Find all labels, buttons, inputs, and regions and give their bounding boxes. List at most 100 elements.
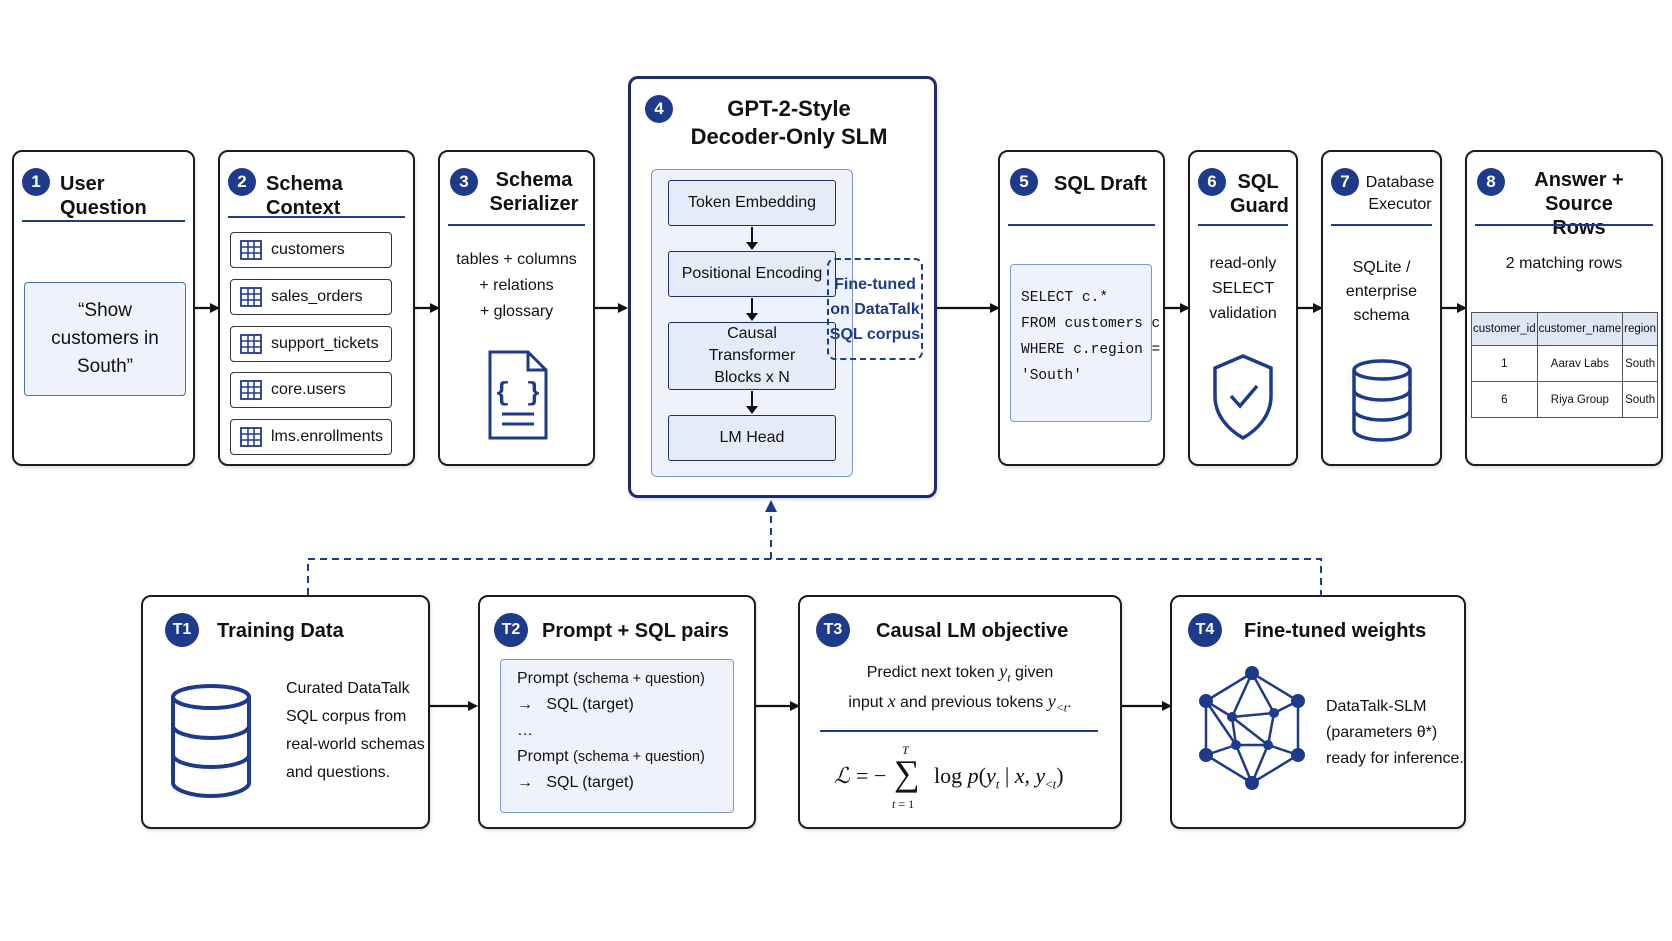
table-cell: South xyxy=(1622,345,1659,382)
step-badge: 7 xyxy=(1331,168,1359,196)
answer-summary: 2 matching rows xyxy=(1505,255,1623,272)
causal-lm-objective-card: T3 Causal LM objective Predict next toke… xyxy=(798,595,1122,829)
fine-tuned-weights-card: T4 Fine-tuned weights DataTalk-SLM (para… xyxy=(1170,595,1466,829)
title-rule xyxy=(1008,224,1155,226)
card-title: Prompt + SQL pairs xyxy=(542,620,729,642)
table-cell: South xyxy=(1622,381,1659,418)
training-data-line: SQL corpus from xyxy=(286,708,407,725)
table-grid-icon xyxy=(231,287,271,307)
objective-line-2: input x and previous tokens y<t. xyxy=(848,691,1072,715)
executor-line: enterprise xyxy=(1345,283,1418,300)
database-icon xyxy=(1352,359,1412,442)
step-badge: T1 xyxy=(165,613,199,647)
step-badge: 4 xyxy=(645,95,673,123)
executor-line: schema xyxy=(1353,307,1410,324)
card-title: Answer + Source Rows xyxy=(1534,169,1624,239)
schema-table-item[interactable]: support_tickets xyxy=(230,326,392,362)
loss-formula: ℒ = − T ∑ t = 1 log p(yt | x, y<t) xyxy=(834,743,1064,811)
card-title: Fine-tuned weights xyxy=(1244,620,1427,642)
schema-table-item[interactable]: customers xyxy=(230,232,392,268)
guard-line: SELECT xyxy=(1211,280,1275,297)
training-data-line: and questions. xyxy=(286,764,391,781)
objective-line-1: Predict next token yt given xyxy=(866,661,1054,685)
user-question-text: “Show customers in South” xyxy=(24,282,186,396)
step-badge: T4 xyxy=(1188,613,1222,647)
table-grid-icon xyxy=(231,334,271,354)
training-data-line: Curated DataTalk xyxy=(286,680,410,697)
token-embedding-block[interactable]: Token Embedding xyxy=(668,180,836,226)
table-cell: 6 xyxy=(1471,381,1538,418)
guard-line: read-only xyxy=(1209,255,1277,272)
table-grid-icon xyxy=(231,427,271,447)
schema-context-card: 2 Schema Context customers sales_orders … xyxy=(218,150,415,466)
title-rule xyxy=(1331,224,1432,226)
training-feedback-line xyxy=(307,558,1322,595)
step-badge: 5 xyxy=(1010,168,1038,196)
weights-line: (parameters θ*) xyxy=(1326,724,1438,741)
user-question-card: 1 User Question “Show customers in South… xyxy=(12,150,195,466)
schema-serializer-card: 3 Schema Serializer tables + columns + r… xyxy=(438,150,595,466)
decoder-stack: Token Embedding Positional Encoding Caus… xyxy=(651,169,853,477)
table-cell: Aarav Labs xyxy=(1536,345,1624,382)
step-badge: T2 xyxy=(494,613,528,647)
step-badge: 8 xyxy=(1477,168,1505,196)
pair-sql-line: → SQL (target) xyxy=(517,696,634,713)
database-icon xyxy=(171,684,251,799)
sql-draft-card: 5 SQL Draft SELECT c.* FROM customers c … xyxy=(998,150,1165,466)
sql-line: 'South' xyxy=(1021,368,1082,384)
json-file-icon: { } xyxy=(488,350,548,440)
table-row[interactable]: 6 Riya Group South xyxy=(1471,381,1659,418)
card-title: Schema Context xyxy=(266,173,343,219)
positional-encoding-block[interactable]: Positional Encoding xyxy=(668,251,836,297)
table-grid-icon xyxy=(231,240,271,260)
pair-ellipsis: … xyxy=(517,722,533,739)
lm-head-block[interactable]: LM Head xyxy=(668,415,836,461)
executor-line: SQLite / xyxy=(1352,259,1411,276)
fine-tuned-note: Fine-tuned on DataTalk SQL corpus xyxy=(827,258,923,360)
sql-line: FROM customers c xyxy=(1021,316,1161,332)
step-badge: 6 xyxy=(1198,168,1226,196)
serializer-line: + glossary xyxy=(479,303,554,320)
title-rule xyxy=(228,216,405,218)
table-cell: Riya Group xyxy=(1536,381,1624,418)
schema-table-item[interactable]: sales_orders xyxy=(230,279,392,315)
card-title: User Question xyxy=(60,173,147,219)
schema-table-item[interactable]: core.users xyxy=(230,372,392,408)
table-name: customers xyxy=(271,241,345,258)
weights-line: ready for inference. xyxy=(1326,750,1464,767)
title-rule xyxy=(1198,224,1288,226)
step-badge: 3 xyxy=(450,168,478,196)
sql-guard-card: 6 SQL Guard read-only SELECT validation xyxy=(1188,150,1298,466)
table-cell: 1 xyxy=(1471,345,1538,382)
table-name: sales_orders xyxy=(271,288,363,305)
pair-sql-line: → SQL (target) xyxy=(517,774,634,791)
pair-prompt-line: Prompt (schema + question) xyxy=(517,748,705,765)
title-rule xyxy=(448,224,585,226)
step-badge: 2 xyxy=(228,168,256,196)
prompt-sql-pairs-card: T2 Prompt + SQL pairs Prompt (schema + q… xyxy=(478,595,756,829)
sql-line: SELECT c.* xyxy=(1021,290,1109,306)
neural-network-icon xyxy=(1199,666,1305,790)
step-badge: T3 xyxy=(816,613,850,647)
column-header: region xyxy=(1622,312,1659,346)
title-rule xyxy=(22,220,185,222)
guard-line: validation xyxy=(1209,305,1277,322)
sql-line: WHERE c.region = xyxy=(1021,342,1161,358)
table-name: lms.enrollments xyxy=(271,428,384,445)
column-header: customer_name xyxy=(1536,312,1624,346)
card-title: Causal LM objective xyxy=(876,620,1069,642)
result-table: customer_id customer_name region 1 Aarav… xyxy=(1471,312,1659,418)
card-title: SQL Draft xyxy=(1054,173,1147,195)
svg-text:{ }: { } xyxy=(495,378,542,408)
schema-table-item[interactable]: lms.enrollments xyxy=(230,419,392,455)
shield-check-icon xyxy=(1213,354,1273,441)
transformer-blocks[interactable]: Causal Transformer Blocks x N xyxy=(668,322,836,390)
table-name: support_tickets xyxy=(271,335,379,352)
card-title: SQL Guard xyxy=(1230,171,1289,217)
serializer-line: + relations xyxy=(479,277,554,294)
table-grid-icon xyxy=(231,380,271,400)
serializer-line: tables + columns xyxy=(456,251,577,268)
title-rule xyxy=(1475,224,1653,226)
table-row[interactable]: 1 Aarav Labs South xyxy=(1471,345,1659,382)
